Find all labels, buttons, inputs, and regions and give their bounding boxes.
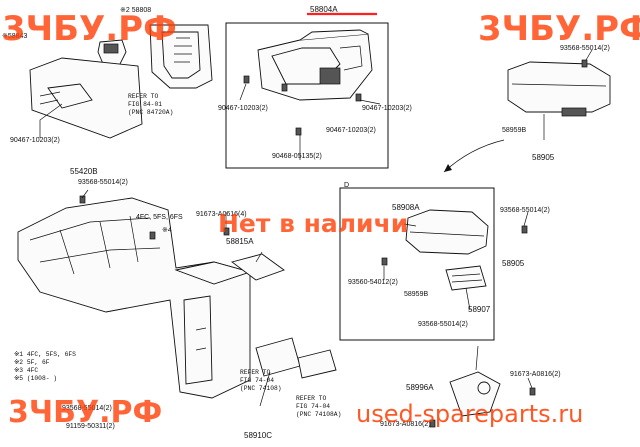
refer-line: FIG 74-04 xyxy=(296,403,330,410)
label-58905-box: 58905 xyxy=(502,259,525,268)
label-93568-top-right: 93568-55014(2) xyxy=(560,45,610,52)
label-fc-note: 4FC, 5FS, 6FS xyxy=(136,214,183,221)
refer-line: FIG 84-01 xyxy=(128,101,162,108)
stock-status-watermark: Нет в наличи xyxy=(218,209,408,238)
label-91673-bottom: 91673-A0816(2) xyxy=(380,421,431,428)
hinge-58907 xyxy=(445,265,487,291)
refer-line: REFER TO xyxy=(240,369,270,376)
watermark-bottom-left: 3ЧБУ.РФ xyxy=(8,395,162,430)
shift-boot-illustration xyxy=(149,24,213,89)
leader-lines xyxy=(39,49,593,407)
label-90468: 90468-05135(2) xyxy=(272,153,322,160)
label-90467-mid-bottom: 90467-10203(2) xyxy=(326,127,376,134)
refer-line: (PNC 84720A) xyxy=(128,109,173,116)
legend-line: ※5 (1008- ) xyxy=(14,375,57,382)
part-labels: ※2 58808 58804A ※58843 93568-55014(2) 90… xyxy=(2,5,610,440)
label-58959b-box: 58959B xyxy=(404,291,428,298)
armrest-58905-illustration xyxy=(507,61,611,117)
refer-note-fig74-a: REFER TO FIG 74-04 (PNC 74108) xyxy=(240,369,282,392)
legend-line: ※1 4FC, 5FS, 6FS xyxy=(14,351,76,358)
variant-legend: ※1 4FC, 5FS, 6FS ※2 5F, 6F ※3 4FC ※5 (10… xyxy=(14,351,76,382)
label-58815a: 58815A xyxy=(226,237,254,246)
label-93568-mid-left: 93568-55014(2) xyxy=(78,179,128,186)
center-console-body xyxy=(17,197,252,399)
label-58907: 58907 xyxy=(468,305,491,314)
shift-panel-55420b xyxy=(29,57,143,139)
refer-note-fig84: REFER TO FIG 84-01 (PNC 84720A) xyxy=(128,93,173,116)
armrest-detail-box xyxy=(339,187,495,341)
label-90467-left: 90467-10203(2) xyxy=(10,137,60,144)
console-frame-58804a xyxy=(257,29,373,101)
label-55420b: 55420B xyxy=(70,167,98,176)
label-91673-top: 91673-A0616(4) xyxy=(196,211,247,218)
label-91673-right: 91673-A0816(2) xyxy=(510,371,561,378)
label-93560: 93560-54012(2) xyxy=(348,279,398,286)
armrest-lid-58908a xyxy=(405,209,489,255)
label-58908a: 58908A xyxy=(392,203,420,212)
upper-console-box xyxy=(225,22,389,169)
label-box-d: D xyxy=(344,182,349,189)
label-91159: 91159-50311(2) xyxy=(66,423,115,430)
label-55843: ※58843 xyxy=(2,33,27,40)
refer-line: (PNC 74108) xyxy=(240,385,282,392)
label-90467-mid-right: 90467-10203(2) xyxy=(362,105,412,112)
refer-line: REFER TO xyxy=(128,93,158,100)
label-58996a: 58996A xyxy=(406,383,434,392)
label-star4: ※4 xyxy=(162,227,172,234)
screws xyxy=(79,59,588,428)
lid-58815a xyxy=(230,253,285,281)
label-58804a: 58804A xyxy=(310,5,338,14)
cup-holder-58910c xyxy=(255,337,337,379)
watermark-bottom-right: used-spareparts.ru xyxy=(356,400,583,428)
legend-line: ※3 4FC xyxy=(14,367,38,374)
label-58905-top: 58905 xyxy=(532,153,555,162)
label-58910c: 58910C xyxy=(244,431,272,440)
refer-line: (PNC 74108A) xyxy=(296,411,341,418)
label-58959b-top: 58959B xyxy=(502,127,526,134)
watermark-top-left: 3ЧБУ.РФ xyxy=(2,9,177,49)
label-90467-mid-left: 90467-10203(2) xyxy=(218,105,268,112)
legend-line: ※2 5F, 6F xyxy=(14,359,50,366)
refer-note-fig74-b: REFER TO FIG 74-04 (PNC 74108A) xyxy=(296,395,341,418)
label-93568-bottom-left: 93568-55014(2) xyxy=(62,405,112,412)
watermark-top-right: 3ЧБУ.РФ xyxy=(478,9,640,49)
label-93568-box-bottom: 93568-55014(2) xyxy=(418,321,468,328)
label-93568-box-right: 93568-55014(2) xyxy=(500,207,550,214)
label-58808: ※2 58808 xyxy=(120,7,151,14)
bracket-58996a xyxy=(449,371,501,417)
refer-line: FIG 74-04 xyxy=(240,377,274,384)
refer-line: REFER TO xyxy=(296,395,326,402)
